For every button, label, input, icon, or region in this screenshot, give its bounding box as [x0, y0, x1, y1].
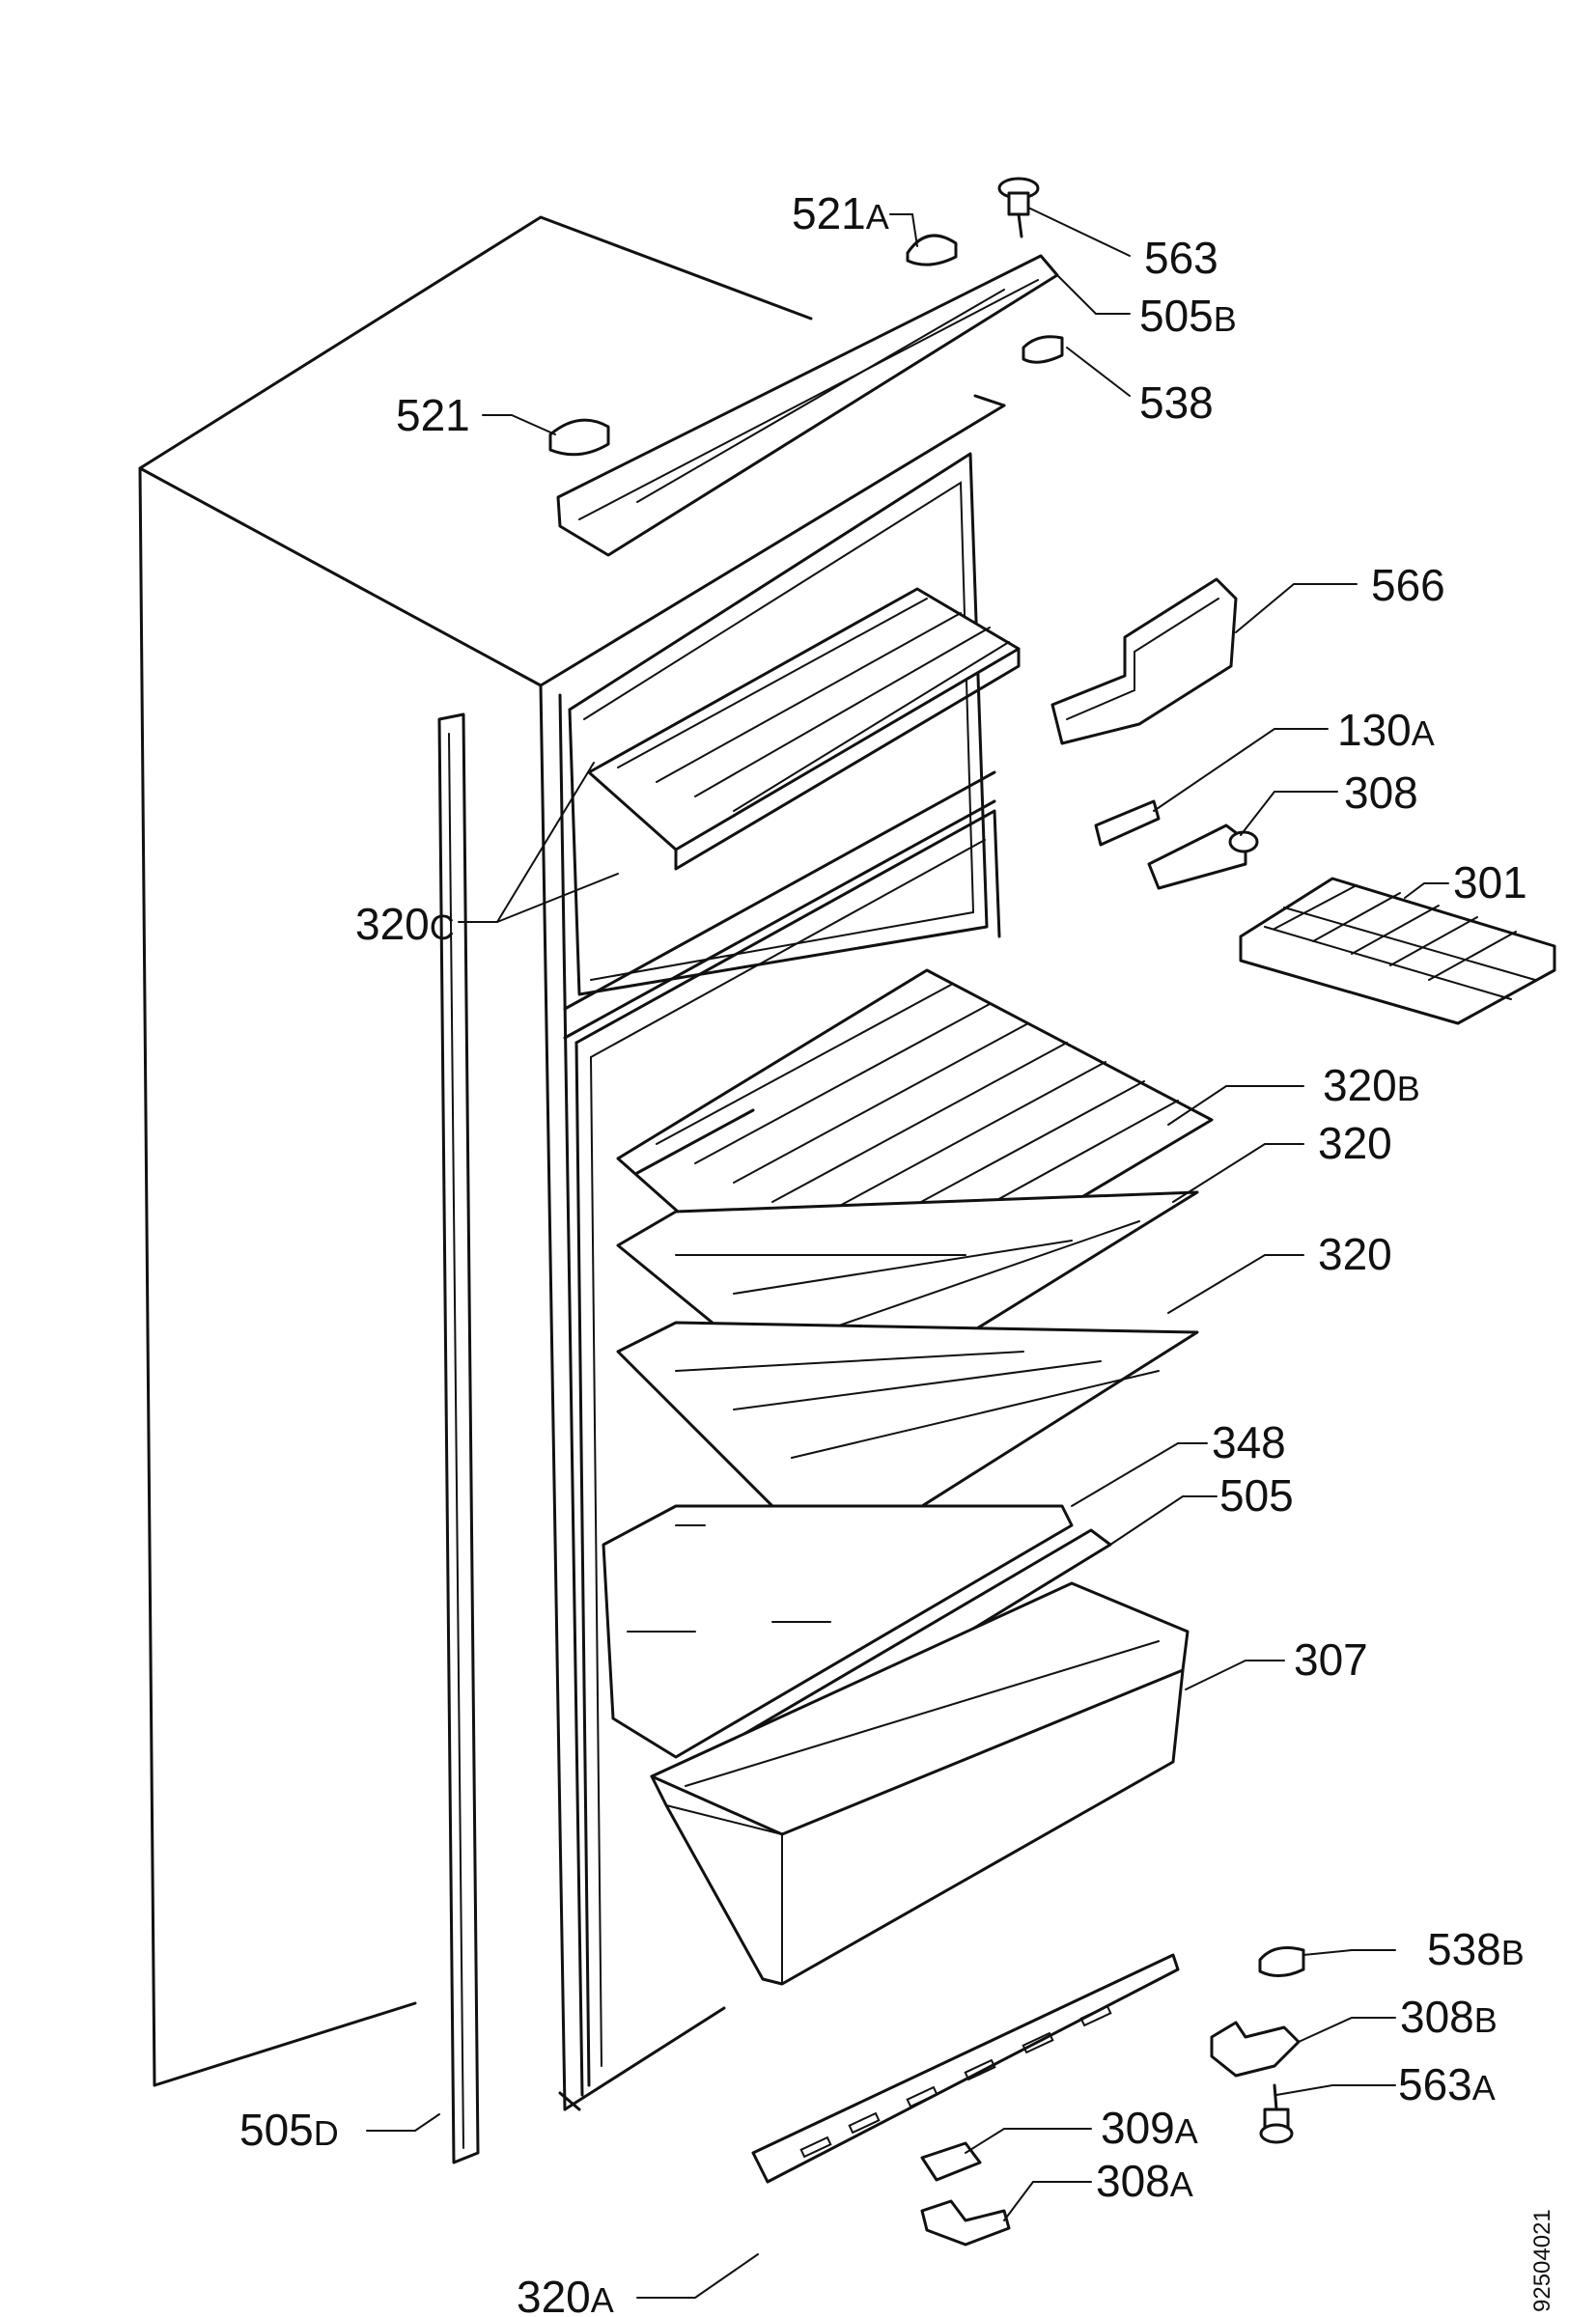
label-320-upper: 320 — [1318, 1118, 1392, 1168]
label-320a: 320A — [517, 2272, 614, 2317]
hinge-308 — [1147, 824, 1259, 890]
label-309a: 309A — [1101, 2103, 1198, 2153]
label-308: 308 — [1344, 768, 1418, 818]
label-538b: 538B — [1427, 1924, 1525, 1974]
label-308b: 308B — [1400, 1992, 1498, 2042]
label-505b: 505B — [1139, 291, 1237, 341]
glass-shelf-348 — [602, 1504, 1074, 1759]
pin-563a — [1259, 2083, 1294, 2144]
label-307: 307 — [1294, 1634, 1368, 1685]
label-521: 521 — [396, 390, 470, 440]
label-563: 563 — [1144, 233, 1218, 283]
ice-tray-566 — [1050, 577, 1238, 745]
label-348: 348 — [1212, 1417, 1286, 1467]
drawing-code: 92504021 — [1529, 2209, 1555, 2312]
label-563a: 563A — [1398, 2059, 1496, 2109]
label-505: 505 — [1219, 1470, 1294, 1521]
hinge-308a — [920, 2199, 1011, 2247]
cover-cap-521a — [906, 234, 958, 266]
label-538: 538 — [1139, 377, 1214, 428]
label-320c: 320C — [355, 899, 455, 949]
hinge-plate-130a — [1094, 799, 1161, 847]
bushing-538b — [1258, 1946, 1305, 1977]
freezer-shelf-320c — [587, 587, 1021, 871]
top-hinge-bar — [556, 254, 1059, 557]
cover-cap-521 — [548, 418, 610, 457]
pin-563 — [997, 177, 1040, 238]
label-301: 301 — [1453, 857, 1527, 907]
label-505d: 505D — [239, 2105, 339, 2155]
label-308a: 308A — [1096, 2156, 1193, 2206]
label-130a: 130A — [1337, 705, 1435, 755]
labels: 521A 563 505B 538 521 566 130A 308 301 3… — [239, 188, 1527, 2317]
label-566: 566 — [1371, 560, 1445, 610]
hinge-308b — [1210, 2021, 1301, 2078]
bottom-rail-320a — [751, 1953, 1180, 2184]
leader-lines — [366, 207, 1449, 2299]
cabinet-body — [138, 215, 1006, 2111]
label-521a: 521A — [792, 188, 889, 238]
fridge-shelf-320-lower — [616, 1321, 1199, 1566]
ice-cube-tray-301 — [1239, 877, 1556, 1025]
label-320-lower: 320 — [1318, 1229, 1392, 1279]
door-strip-505d — [437, 712, 480, 2164]
bushing-538 — [1022, 335, 1064, 364]
label-320b: 320B — [1323, 1060, 1420, 1110]
crisper-drawer-307 — [650, 1581, 1190, 1986]
